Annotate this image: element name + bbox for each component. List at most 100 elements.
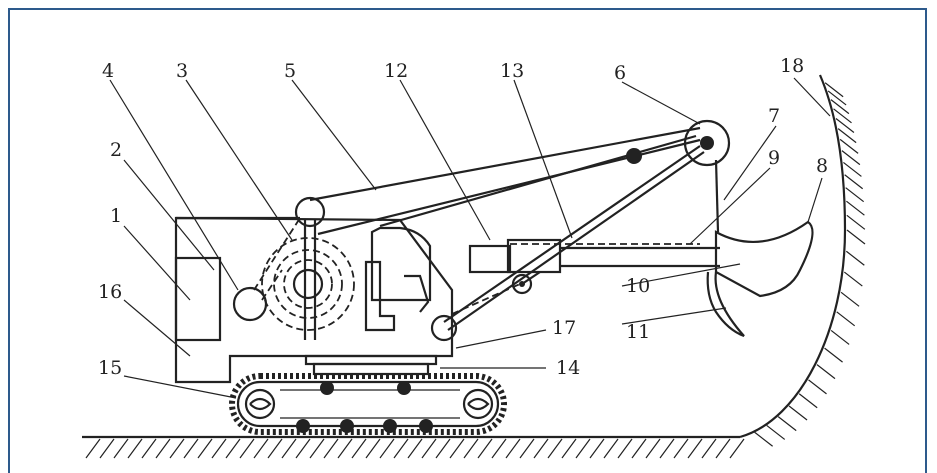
label-6: 6 (614, 62, 626, 84)
ground-hatch-line (393, 438, 409, 459)
ground-hatch-line (127, 438, 143, 459)
ground-hatch-line (85, 438, 101, 459)
label-16: 16 (98, 281, 122, 303)
machine-body (174, 196, 458, 384)
label-11: 11 (626, 321, 650, 343)
ground-hatch-line (99, 438, 115, 459)
label-17: 17 (552, 317, 576, 339)
label-7: 7 (768, 105, 780, 127)
ground-hatch-line (309, 438, 325, 459)
ground-hatch-line (617, 438, 633, 459)
face-hatch-line (843, 161, 862, 177)
ground-hatch-line (323, 438, 339, 459)
ground-hatch-line (589, 438, 605, 459)
label-13: 13 (500, 60, 524, 82)
ground-hatch-line (239, 438, 255, 459)
ground-hatch-line (715, 438, 731, 459)
ground-hatch-line (575, 438, 591, 459)
label-10: 10 (626, 275, 650, 297)
face-hatch-line (816, 364, 836, 380)
face-hatch-line (845, 187, 865, 203)
label-8: 8 (816, 155, 828, 177)
face-hatch-line (845, 250, 865, 266)
ground-hatch-line (379, 438, 395, 459)
part-labels: 4 3 5 12 13 6 18 7 9 8 2 1 16 15 17 14 1… (98, 55, 828, 379)
face-hatch-line (824, 82, 844, 98)
hoist-rope (714, 159, 720, 233)
ground-hatch-line (547, 438, 563, 459)
ground-hatch-line (701, 438, 717, 459)
ground (82, 435, 745, 459)
face-hatch-line (766, 424, 786, 440)
ground-hatch-line (729, 438, 745, 459)
ground-hatch-line (197, 438, 213, 459)
ground-hatch-line (365, 438, 381, 459)
ground-hatch-line (351, 438, 367, 459)
ground-hatch-line (519, 438, 535, 459)
face-hatch-line (788, 405, 808, 421)
crawler-track (229, 373, 507, 435)
face-hatch-line (844, 174, 864, 190)
turntable (304, 354, 438, 376)
ground-hatch-line (435, 438, 451, 459)
face-hatch-line (808, 379, 827, 395)
ground-hatch-line (505, 438, 521, 459)
label-1: 1 (110, 205, 122, 227)
face-hatch-line (827, 90, 847, 106)
face-hatch-line (840, 291, 860, 307)
ground-hatch-line (113, 438, 129, 459)
ground-hatch-line (477, 438, 493, 459)
leader-lines (109, 77, 831, 399)
ground-hatch-line (337, 438, 353, 459)
ground-hatch-line (211, 438, 227, 459)
ground-hatch-line (491, 438, 507, 459)
ground-hatch-line (155, 438, 171, 459)
face-hatch-line (835, 117, 855, 133)
label-18: 18 (780, 55, 804, 77)
face-hatch-line (839, 138, 859, 154)
ground-hatch-line (141, 438, 157, 459)
ground-hatch-line (183, 438, 199, 459)
face-hatch-line (837, 128, 857, 144)
ground-hatch-line (659, 438, 675, 459)
face-hatch-line (830, 99, 850, 115)
label-4: 4 (102, 60, 114, 82)
ground-hatch-line (533, 438, 549, 459)
ground-hatch-line (687, 438, 703, 459)
face-hatch-line (836, 311, 856, 327)
label-14: 14 (556, 357, 580, 379)
face-hatch-line (841, 150, 861, 166)
face-hatch-line (754, 431, 773, 447)
ground-hatch-line (463, 438, 479, 459)
ground-hatch-line (169, 438, 185, 459)
face-hatch-line (833, 108, 852, 124)
label-15: 15 (98, 357, 122, 379)
ground-hatch-line (631, 438, 647, 459)
ground-hatch-line (281, 438, 297, 459)
face-hatch-line (846, 200, 865, 216)
ground-hatch-line (225, 438, 241, 459)
face-hatch-line (843, 271, 863, 287)
face-hatch-line (830, 329, 850, 345)
ground-hatch-line (267, 438, 283, 459)
ground-hatch-line (449, 438, 465, 459)
dipper-stick (451, 238, 720, 315)
head-sheave (683, 119, 731, 167)
boom (309, 126, 705, 331)
ground-hatch-line (295, 438, 311, 459)
ground-hatch-line (421, 438, 437, 459)
ground-hatch-line (561, 438, 577, 459)
label-2: 2 (110, 139, 122, 161)
ground-hatch-line (253, 438, 269, 459)
label-5: 5 (284, 60, 296, 82)
ground-hatch-line (645, 438, 661, 459)
face-hatch-line (777, 416, 797, 432)
label-9: 9 (768, 147, 780, 169)
bucket (706, 220, 814, 338)
ground-hatch-line (603, 438, 619, 459)
label-3: 3 (176, 60, 188, 82)
face-hatch-line (798, 393, 818, 409)
face-hatch-line (824, 347, 843, 363)
